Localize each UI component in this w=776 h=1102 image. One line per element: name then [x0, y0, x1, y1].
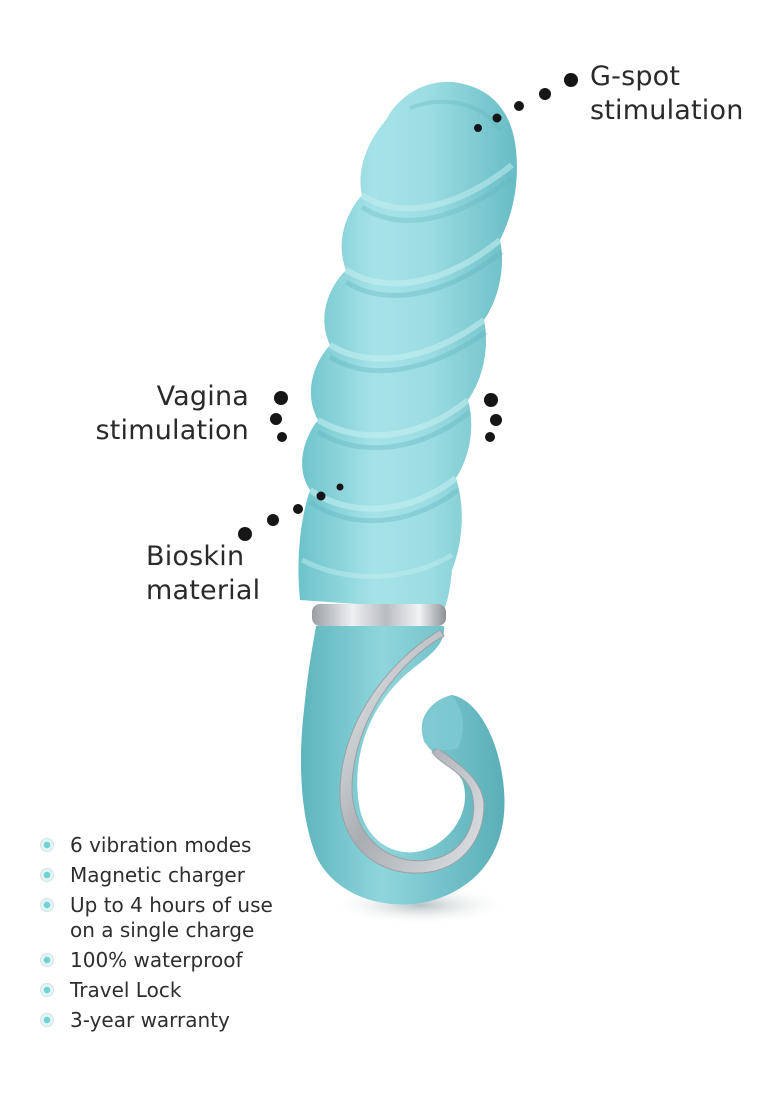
teal-dot-bullet-icon: [40, 953, 54, 967]
feature-list: 6 vibration modes Magnetic charger Up to…: [40, 833, 273, 1038]
callout-gspot-label: G-spot stimulation: [590, 60, 744, 128]
feature-text: Up to 4 hours of use: [70, 893, 273, 917]
feature-text: 3-year warranty: [70, 1008, 230, 1032]
feature-item: 100% waterproof: [40, 948, 273, 973]
chrome-ring: [312, 604, 446, 626]
callout-vagina-line1: Vagina: [156, 381, 249, 412]
callout-bioskin-label: Bioskin material: [146, 540, 260, 608]
callout-vagina-line2: stimulation: [95, 415, 249, 446]
callout-gspot-line1: G-spot: [590, 61, 681, 92]
callout-vagina-label: Vagina stimulation: [95, 380, 249, 448]
teal-dot-bullet-icon: [40, 1013, 54, 1027]
callout-bioskin-line1: Bioskin: [146, 541, 245, 572]
vagina-callout-dots-left: [270, 391, 288, 442]
feature-item: Magnetic charger: [40, 863, 273, 888]
feature-item: 3-year warranty: [40, 1008, 273, 1033]
teal-dot-bullet-icon: [40, 983, 54, 997]
callout-bioskin-line2: material: [146, 575, 261, 606]
feature-item: Up to 4 hours of use on a single charge: [40, 893, 273, 943]
feature-item: 6 vibration modes: [40, 833, 273, 858]
vagina-callout-dots-right: [484, 393, 502, 442]
feature-text-line2: on a single charge: [70, 918, 255, 942]
feature-text: Magnetic charger: [70, 863, 245, 887]
feature-text: 6 vibration modes: [70, 833, 252, 857]
bioskin-callout-dots: [238, 483, 344, 541]
teal-dot-bullet-icon: [40, 868, 54, 882]
toy-base-handle: [300, 626, 505, 905]
toy-shaft: [298, 81, 517, 610]
feature-text: Travel Lock: [70, 978, 182, 1002]
gspot-callout-dots: [474, 73, 578, 132]
feature-item: Travel Lock: [40, 978, 273, 1003]
teal-dot-bullet-icon: [40, 838, 54, 852]
feature-text: 100% waterproof: [70, 948, 243, 972]
teal-dot-bullet-icon: [40, 898, 54, 912]
callout-gspot-line2: stimulation: [590, 95, 744, 126]
